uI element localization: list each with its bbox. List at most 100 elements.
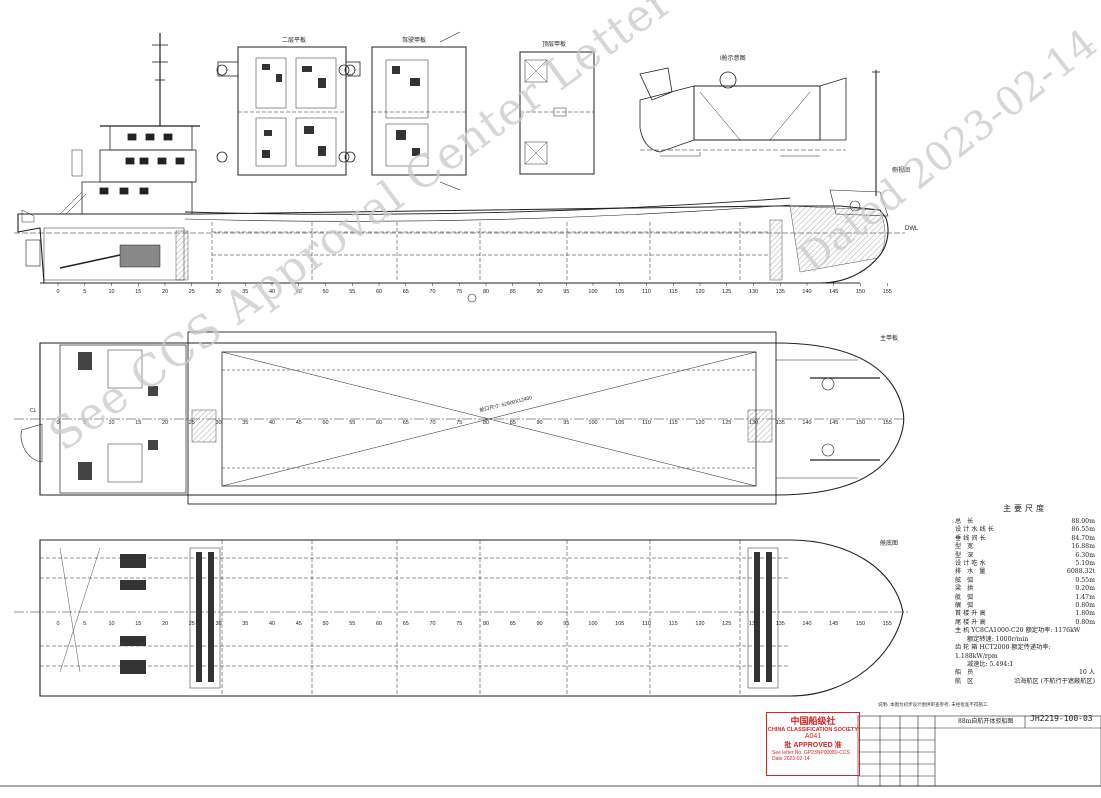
frame-number: 155 (883, 289, 892, 295)
frame-number: 140 (802, 289, 811, 295)
frame-number: 100 (588, 621, 597, 627)
particular-value: 88.00m (1071, 518, 1095, 525)
gearbox-row: 齿 轮 箱 HCT2000 额定传递功率: 1.188kW/rpm (955, 644, 1095, 661)
frame-number: 85 (510, 420, 516, 426)
frame-number: 130 (749, 420, 758, 426)
frame-number: 35 (242, 621, 248, 627)
particular-key: 设计吃水 (955, 560, 988, 568)
stamp-cn: 中国船级社 (790, 716, 836, 726)
particular-value: 0.80m (1075, 618, 1095, 626)
frame-number: 150 (856, 621, 865, 627)
frame-number: 60 (376, 621, 382, 627)
frame-number: 5 (83, 621, 86, 627)
area-key: 航 区 (955, 677, 976, 685)
dwl-label: DWL (905, 226, 919, 232)
frame-number: 30 (215, 289, 221, 295)
frame-number: 55 (349, 621, 355, 627)
frame-number: 85 (510, 289, 516, 295)
frame-number: 15 (135, 420, 141, 426)
frame-number: 40 (269, 621, 275, 627)
frame-number: 40 (269, 420, 275, 426)
drawing-note: 说明: 本图为初步设计图供审查参考, 未经批准不得施工. (878, 703, 989, 708)
hatch-dim-label: 舱口尺寸: 52800X12400 (479, 394, 533, 414)
drawing-number: JH2219-100-03 (1030, 714, 1093, 723)
frame-number: 130 (749, 289, 758, 295)
frame-number: 60 (376, 289, 382, 295)
frame-number: 75 (456, 420, 462, 426)
frame-number: 20 (162, 621, 168, 627)
engine-text: 主 机 YC8CA1000-C20 额定功率: 1176kW (955, 627, 1081, 635)
particular-value: 5.10m (1075, 560, 1095, 568)
frame-number: 90 (536, 289, 542, 295)
drawing-name: 88m自航开体驳船图 (958, 718, 1014, 725)
frame-number: 115 (669, 621, 678, 627)
frame-number: 120 (695, 289, 704, 295)
particular-value: 84.70m (1071, 534, 1095, 542)
particular-value: 16.88m (1071, 543, 1095, 551)
cross-section-view (639, 67, 847, 157)
frame-number: 35 (242, 289, 248, 295)
frame-number: 90 (536, 420, 542, 426)
frame-number: 140 (802, 621, 811, 627)
area-value: 沿海航区 (不航行于遮蔽航区) (1013, 677, 1095, 685)
upper-deck-plan (216, 46, 361, 176)
frame-number: 25 (189, 289, 195, 295)
frame-number: 15 (135, 289, 141, 295)
frame-number: 135 (776, 621, 785, 627)
particular-key: 舷 弧 (955, 576, 976, 584)
frame-number: 35 (242, 420, 248, 426)
frame-number: 80 (483, 420, 489, 426)
frame-number: 95 (563, 621, 569, 627)
hold-plan-label: 舱底图 (880, 539, 898, 547)
particular-value: 1.80m (1075, 610, 1095, 618)
crew-value: 10 人 (1078, 669, 1095, 677)
frame-number: 0 (56, 420, 59, 426)
frame-number: 125 (722, 289, 731, 295)
frame-number: 110 (642, 289, 651, 295)
frame-number: 50 (322, 621, 328, 627)
frame-number: 45 (296, 420, 302, 426)
frame-number: 0 (56, 621, 59, 627)
frame-number: 95 (563, 289, 569, 295)
frame-number: 55 (349, 289, 355, 295)
deck2-label: 驾驶甲板 (402, 36, 426, 44)
particular-row: 型 宽 16.88m (955, 543, 1095, 551)
particular-key: 梁 拱 (955, 585, 976, 593)
frame-number: 145 (829, 289, 838, 295)
gear-ratio: 减速比: 5.494:1 (967, 660, 1014, 668)
frame-number: 150 (856, 289, 865, 295)
frame-number: 120 (695, 420, 704, 426)
wheelhouse-deck-plan (338, 31, 467, 191)
particular-value: 6088.32t (1066, 568, 1095, 576)
particular-key: 型 宽 (955, 543, 976, 551)
particular-key: 总 长 (955, 518, 976, 525)
section-label: I舱示意图 (720, 54, 746, 62)
frame-number: 145 (829, 420, 838, 426)
frame-number: 50 (322, 420, 328, 426)
frame-number: 45 (296, 621, 302, 627)
frame-number: 70 (429, 289, 435, 295)
frame-number: 60 (376, 420, 382, 426)
frame-number: 135 (776, 289, 785, 295)
stamp-en: CHINA CLASSIFICATION SOCIETY (767, 727, 859, 733)
engine-row: 主 机 YC8CA1000-C20 额定功率: 1176kW (955, 627, 1095, 635)
stamp-letter: See letter No. GP23NP00080-CCS (772, 750, 850, 756)
frame-number: 5 (83, 420, 86, 426)
particular-value: 1.47m (1075, 593, 1095, 601)
particulars-title: 主要尺度 (1003, 504, 1047, 513)
frame-number: 30 (215, 621, 221, 627)
frame-number: 105 (615, 420, 624, 426)
frame-number: 140 (802, 420, 811, 426)
stamp-approved: 批 APPROVED 准 (784, 742, 842, 749)
stamp-code: A041 (804, 733, 822, 740)
frame-number: 120 (695, 621, 704, 627)
